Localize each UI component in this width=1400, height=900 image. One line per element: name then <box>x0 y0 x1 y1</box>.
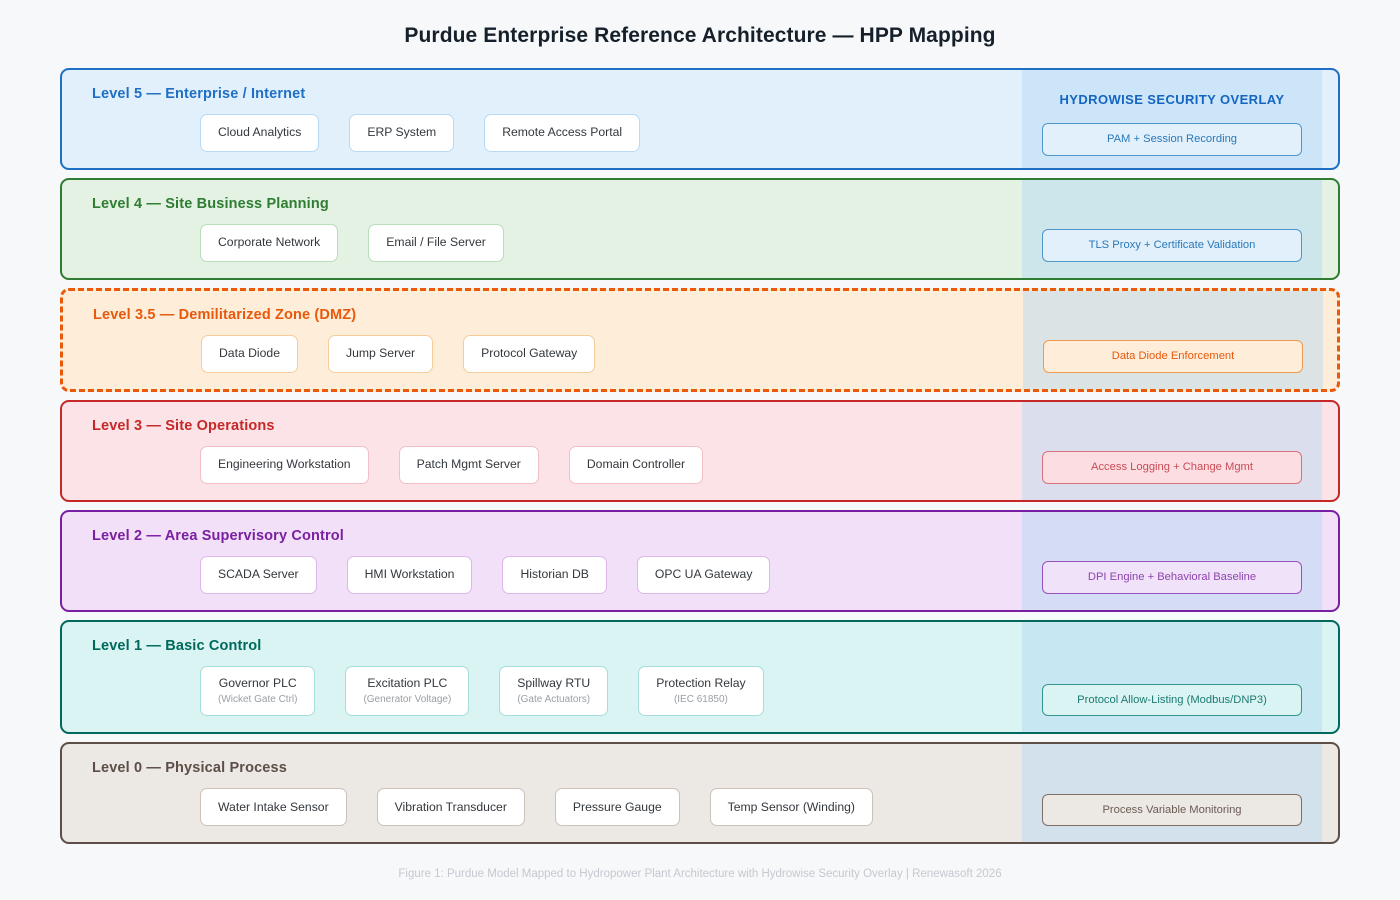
node-sublabel: (Generator Voltage) <box>363 694 452 706</box>
node-label: Temp Sensor (Winding) <box>727 799 855 814</box>
level-label: Level 3 — Site Operations <box>92 418 275 434</box>
node-label: ERP System <box>367 125 437 140</box>
security-overlay-column: TLS Proxy + Certificate Validation <box>1042 180 1302 278</box>
node-label: Protocol Gateway <box>481 346 578 361</box>
node-box[interactable]: Engineering Workstation <box>200 446 369 484</box>
node-box[interactable]: OPC UA Gateway <box>636 556 771 594</box>
security-overlay-column: Access Logging + Change Mgmt <box>1042 402 1302 500</box>
node-box[interactable]: Domain Controller <box>568 446 704 484</box>
security-overlay-title: HYDROWISE SECURITY OVERLAY <box>1059 92 1285 107</box>
node-label: Patch Mgmt Server <box>416 457 521 472</box>
level-label: Level 2 — Area Supervisory Control <box>92 528 344 544</box>
node-label: Email / File Server <box>386 235 486 250</box>
security-overlay-column: Process Variable Monitoring <box>1042 744 1302 842</box>
node-label: Data Diode <box>219 346 280 361</box>
security-overlay-column: Data Diode Enforcement <box>1043 291 1303 389</box>
node-sublabel: (Wicket Gate Ctrl) <box>218 694 298 706</box>
security-overlay-column: DPI Engine + Behavioral Baseline <box>1042 512 1302 610</box>
node-label: Protection Relay <box>656 676 746 690</box>
security-control-badge[interactable]: Access Logging + Change Mgmt <box>1042 451 1302 484</box>
node-label: Pressure Gauge <box>572 799 662 814</box>
node-list: Data Diode Jump Server Protocol Gateway <box>93 335 1319 373</box>
node-label: SCADA Server <box>218 567 299 582</box>
node-label: Historian DB <box>520 567 589 582</box>
node-box[interactable]: Data Diode <box>201 335 298 373</box>
node-label: Corporate Network <box>218 235 321 250</box>
security-control-badge[interactable]: TLS Proxy + Certificate Validation <box>1042 229 1302 262</box>
node-box[interactable]: Cloud Analytics <box>200 114 320 152</box>
node-label: Domain Controller <box>586 457 686 472</box>
level-label: Level 3.5 — Demilitarized Zone (DMZ) <box>93 307 357 323</box>
security-control-badge[interactable]: Process Variable Monitoring <box>1042 793 1302 827</box>
security-overlay-column: Protocol Allow-Listing (Modbus/DNP3) <box>1042 622 1302 732</box>
node-label: Jump Server <box>345 346 416 361</box>
node-box[interactable]: Patch Mgmt Server <box>398 446 539 484</box>
node-box[interactable]: Pressure Gauge <box>554 788 680 827</box>
node-list: Corporate Network Email / File Server <box>92 224 1320 262</box>
node-box[interactable]: Protocol Gateway <box>463 335 596 373</box>
node-sublabel: (IEC 61850) <box>673 694 728 706</box>
security-control-badge[interactable]: Protocol Allow-Listing (Modbus/DNP3) <box>1042 683 1302 717</box>
node-box[interactable]: Vibration Transducer <box>376 788 525 827</box>
page-title: Purdue Enterprise Reference Architecture… <box>404 24 996 47</box>
node-list: SCADA Server HMI Workstation Historian DB O… <box>92 556 1320 594</box>
level-label: Level 1 — Basic Control <box>92 638 262 654</box>
node-box[interactable]: Governor PLC (Wicket Gate Ctrl) <box>200 666 316 717</box>
security-control-badge[interactable]: DPI Engine + Behavioral Baseline <box>1042 561 1302 594</box>
level-label: Level 5 — Enterprise / Internet <box>92 86 306 102</box>
node-label: Engineering Workstation <box>218 457 351 472</box>
node-label: Remote Access Portal <box>502 125 623 140</box>
node-list: Engineering Workstation Patch Mgmt Server… <box>92 446 1320 484</box>
level-label: Level 0 — Physical Process <box>92 760 287 777</box>
node-label: Spillway RTU <box>517 676 591 690</box>
node-box[interactable]: SCADA Server <box>200 556 317 594</box>
node-list: Water Intake Sensor Vibration Transducer P… <box>92 788 1320 827</box>
node-sublabel: (Gate Actuators) <box>517 694 591 706</box>
node-box[interactable]: ERP System <box>349 114 455 152</box>
node-label: OPC UA Gateway <box>654 567 753 582</box>
security-overlay-column: HYDROWISE SECURITY OVERLAY PAM + Session … <box>1042 70 1302 168</box>
node-label: Vibration Transducer <box>394 799 507 814</box>
node-box[interactable]: Spillway RTU (Gate Actuators) <box>499 666 609 717</box>
node-label: Governor PLC <box>218 676 297 690</box>
figure-caption: Figure 1: Purdue Model Mapped to Hydropo… <box>398 868 1002 880</box>
node-box[interactable]: Temp Sensor (Winding) <box>709 788 873 827</box>
security-control-badge[interactable]: Data Diode Enforcement <box>1043 340 1303 373</box>
node-list: Governor PLC (Wicket Gate Ctrl) Excitation… <box>92 666 1320 717</box>
node-label: Excitation PLC <box>367 676 448 690</box>
node-box[interactable]: Corporate Network <box>200 224 339 262</box>
node-box[interactable]: Email / File Server <box>368 224 504 262</box>
level-label: Level 4 — Site Business Planning <box>92 196 329 212</box>
node-list: Cloud Analytics ERP System Remote Access P… <box>92 114 1320 152</box>
security-control-badge[interactable]: PAM + Session Recording <box>1042 123 1302 156</box>
level-content: Level 3.5 — Demilitarized Zone (DMZ) Data… <box>93 307 1319 373</box>
node-box[interactable]: HMI Workstation <box>346 556 473 594</box>
level-row-level-3-5: Level 3.5 — Demilitarized Zone (DMZ) Data… <box>60 288 1340 392</box>
node-box[interactable]: Historian DB <box>502 556 607 594</box>
node-box[interactable]: Water Intake Sensor <box>200 788 347 827</box>
node-label: Water Intake Sensor <box>218 799 329 814</box>
node-box[interactable]: Remote Access Portal <box>484 114 641 152</box>
node-box[interactable]: Jump Server <box>327 335 434 373</box>
node-label: HMI Workstation <box>364 567 455 582</box>
node-box[interactable]: Excitation PLC (Generator Voltage) <box>345 666 470 717</box>
node-box[interactable]: Protection Relay (IEC 61850) <box>638 666 764 717</box>
node-label: Cloud Analytics <box>218 125 302 140</box>
